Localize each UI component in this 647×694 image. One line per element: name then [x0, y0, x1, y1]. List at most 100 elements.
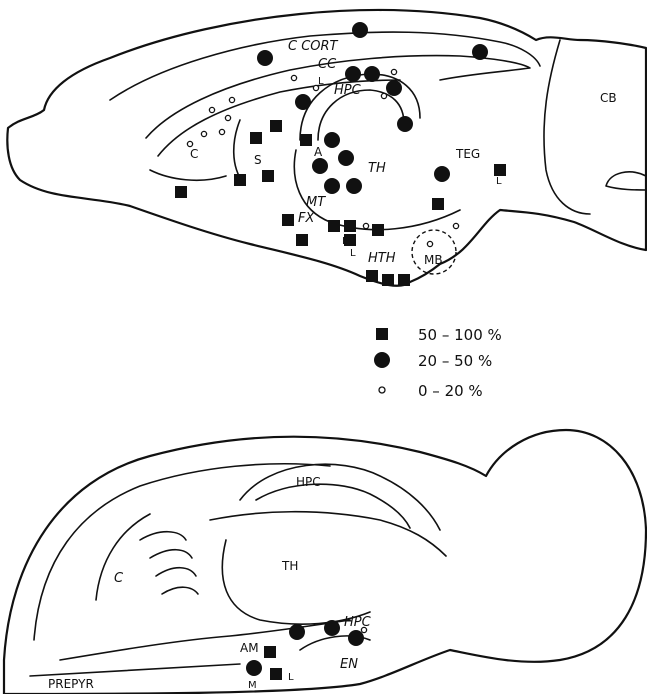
marker-square — [234, 174, 246, 186]
label-cc: CC — [318, 57, 337, 72]
marker-square — [366, 270, 378, 282]
label-s: S — [254, 153, 262, 167]
legend-label-low: 0 – 20 % — [418, 382, 483, 400]
marker-square — [262, 170, 274, 182]
bottom-label-l: L — [288, 672, 294, 683]
marker-ring — [218, 128, 226, 136]
label-c: C — [190, 147, 198, 161]
label-th: TH — [368, 161, 386, 176]
marker-dot — [348, 630, 364, 646]
bottom-caudate-contour — [95, 513, 151, 601]
bottom-label-th: TH — [281, 559, 298, 573]
marker-dot — [364, 66, 380, 82]
bottom-entorhinal-contour — [299, 635, 371, 651]
marker-square — [344, 234, 356, 246]
label-l-1: L — [496, 176, 502, 187]
marker-ring — [452, 222, 460, 230]
marker-square — [296, 234, 308, 246]
marker-ring — [362, 222, 370, 230]
bottom-label-m: M — [248, 680, 257, 691]
marker-ring — [290, 74, 298, 82]
marker-dot — [312, 158, 328, 174]
bottom-label-am: AM — [240, 641, 259, 655]
label-teg: TEG — [455, 147, 480, 161]
bottom-brain-section: HPC TH C AM HPC EN PREPYR M L — [2, 428, 647, 694]
marker-dot — [345, 66, 361, 82]
marker-dot — [338, 150, 354, 166]
caudate-contour — [149, 169, 227, 182]
marker-dot — [352, 22, 368, 38]
marker-square — [264, 646, 276, 658]
cerebellum-boundary — [543, 39, 591, 215]
label-l-4: L — [318, 76, 324, 87]
corpus-callosum — [145, 54, 531, 139]
marker-square — [175, 186, 187, 198]
striatum-streak — [161, 586, 199, 595]
marker-dot — [472, 44, 488, 60]
marker-ring — [224, 114, 232, 122]
label-l-3: L — [350, 248, 356, 259]
top-brain-section: C CORT CC HPC CB C S A TH TEG MT FX HTH … — [6, 8, 647, 287]
mammillary-body-outline — [411, 229, 457, 275]
marker-dot — [324, 620, 340, 636]
bottom-thalamus-contour — [221, 539, 371, 625]
label-mt: MT — [306, 195, 326, 210]
bottom-cortex-contour — [33, 463, 331, 641]
marker-square — [432, 198, 444, 210]
bottom-label-en: EN — [340, 657, 358, 672]
marker-ring — [228, 96, 236, 104]
marker-square — [494, 164, 506, 176]
legend-square-symbol — [376, 328, 388, 340]
marker-dot — [246, 660, 262, 676]
label-cb: CB — [600, 91, 617, 105]
marker-ring — [380, 92, 388, 100]
marker-ring — [390, 68, 398, 76]
marker-ring — [208, 106, 216, 114]
legend-dot-symbol — [374, 352, 390, 368]
marker-ring — [360, 626, 368, 634]
marker-ring — [426, 240, 434, 248]
marker-dot — [397, 116, 413, 132]
marker-dot — [324, 178, 340, 194]
top-brain-outline — [6, 8, 647, 287]
corpus-callosum-lower — [157, 79, 401, 157]
legend-label-mid: 20 – 50 % — [418, 352, 492, 370]
bottom-hippocampus-inner — [255, 483, 411, 529]
marker-dot — [346, 178, 362, 194]
marker-square — [328, 220, 340, 232]
marker-square — [270, 120, 282, 132]
marker-ring — [200, 130, 208, 138]
striatum-streak — [139, 530, 187, 541]
bottom-label-prepyr: PREPYR — [48, 677, 94, 691]
legend-label-high: 50 – 100 % — [418, 326, 502, 344]
bottom-amygdala-contour — [59, 619, 351, 661]
brainstem-notch — [605, 171, 647, 191]
bottom-label-hpc-upper: HPC — [296, 475, 321, 489]
marker-dot — [295, 94, 311, 110]
marker-square — [398, 274, 410, 286]
bottom-piriform-contour — [29, 663, 241, 677]
hippocampus-inner — [317, 89, 405, 141]
marker-dot — [324, 132, 340, 148]
marker-dot — [386, 80, 402, 96]
marker-dot — [289, 624, 305, 640]
marker-square — [344, 220, 356, 232]
label-a: A — [314, 145, 323, 159]
label-hth: HTH — [368, 251, 396, 266]
marker-square — [300, 134, 312, 146]
label-c-cort: C CORT — [288, 39, 339, 54]
marker-square — [382, 274, 394, 286]
marker-dot — [257, 50, 273, 66]
legend-ring-symbol — [378, 386, 386, 394]
label-mb: MB — [424, 253, 443, 267]
bottom-hippocampus-band — [209, 510, 447, 557]
striatum-streak — [149, 548, 193, 559]
label-fx: FX — [298, 211, 315, 226]
legend: 50 – 100 % 20 – 50 % 0 – 20 % — [374, 326, 502, 400]
marker-square — [372, 224, 384, 236]
marker-square — [270, 668, 282, 680]
marker-square — [282, 214, 294, 226]
marker-square — [250, 132, 262, 144]
marker-dot — [434, 166, 450, 182]
